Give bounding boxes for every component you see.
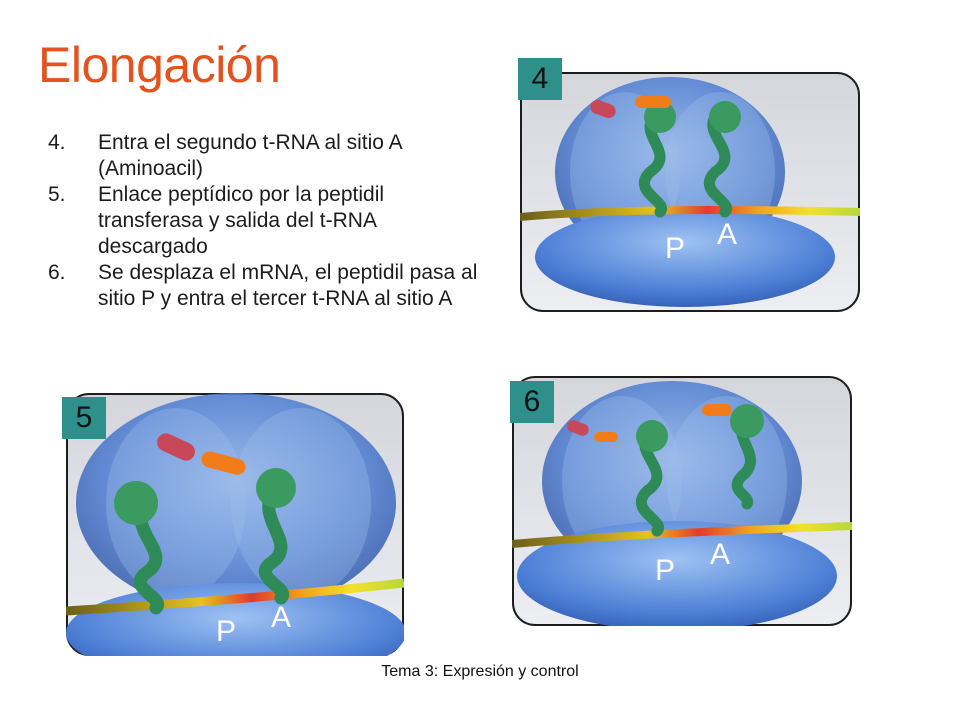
panel-badge-5: 5 bbox=[62, 397, 106, 439]
ribosome-illustration bbox=[512, 376, 852, 626]
p-site-label: P bbox=[216, 615, 237, 648]
panel-badge-4: 4 bbox=[518, 58, 562, 100]
p-site-label: P bbox=[655, 554, 676, 587]
slide-title: Elongación bbox=[38, 37, 281, 93]
a-site-label: A bbox=[717, 218, 738, 251]
step-list: 4. Entra el segundo t-RNA al sitio A (Am… bbox=[48, 130, 478, 312]
step-number: 6. bbox=[48, 261, 66, 284]
a-site-label: A bbox=[271, 601, 292, 634]
panel-badge-6: 6 bbox=[510, 381, 554, 423]
step-number: 5. bbox=[48, 183, 66, 206]
ribosome-illustration bbox=[520, 72, 860, 312]
a-site-label: A bbox=[710, 538, 731, 571]
step-text: Se desplaza el mRNA, el peptidil pasa al… bbox=[98, 261, 478, 310]
step-item: 4. Entra el segundo t-RNA al sitio A (Am… bbox=[48, 130, 478, 182]
ribosome-panel-6: P A bbox=[512, 376, 852, 626]
ribosome-panel-5: P A bbox=[66, 393, 404, 656]
step-number: 4. bbox=[48, 131, 66, 154]
step-text: Enlace peptídico por la peptidil transfe… bbox=[98, 183, 385, 258]
step-item: 5. Enlace peptídico por la peptidil tran… bbox=[48, 182, 478, 260]
ribosome-panel-4: P A bbox=[520, 72, 860, 312]
p-site-label: P bbox=[665, 232, 686, 265]
step-text: Entra el segundo t-RNA al sitio A (Amino… bbox=[98, 131, 402, 180]
step-item: 6. Se desplaza el mRNA, el peptidil pasa… bbox=[48, 260, 478, 312]
footer-text: Tema 3: Expresión y control bbox=[381, 663, 579, 680]
ribosome-illustration bbox=[66, 393, 404, 656]
